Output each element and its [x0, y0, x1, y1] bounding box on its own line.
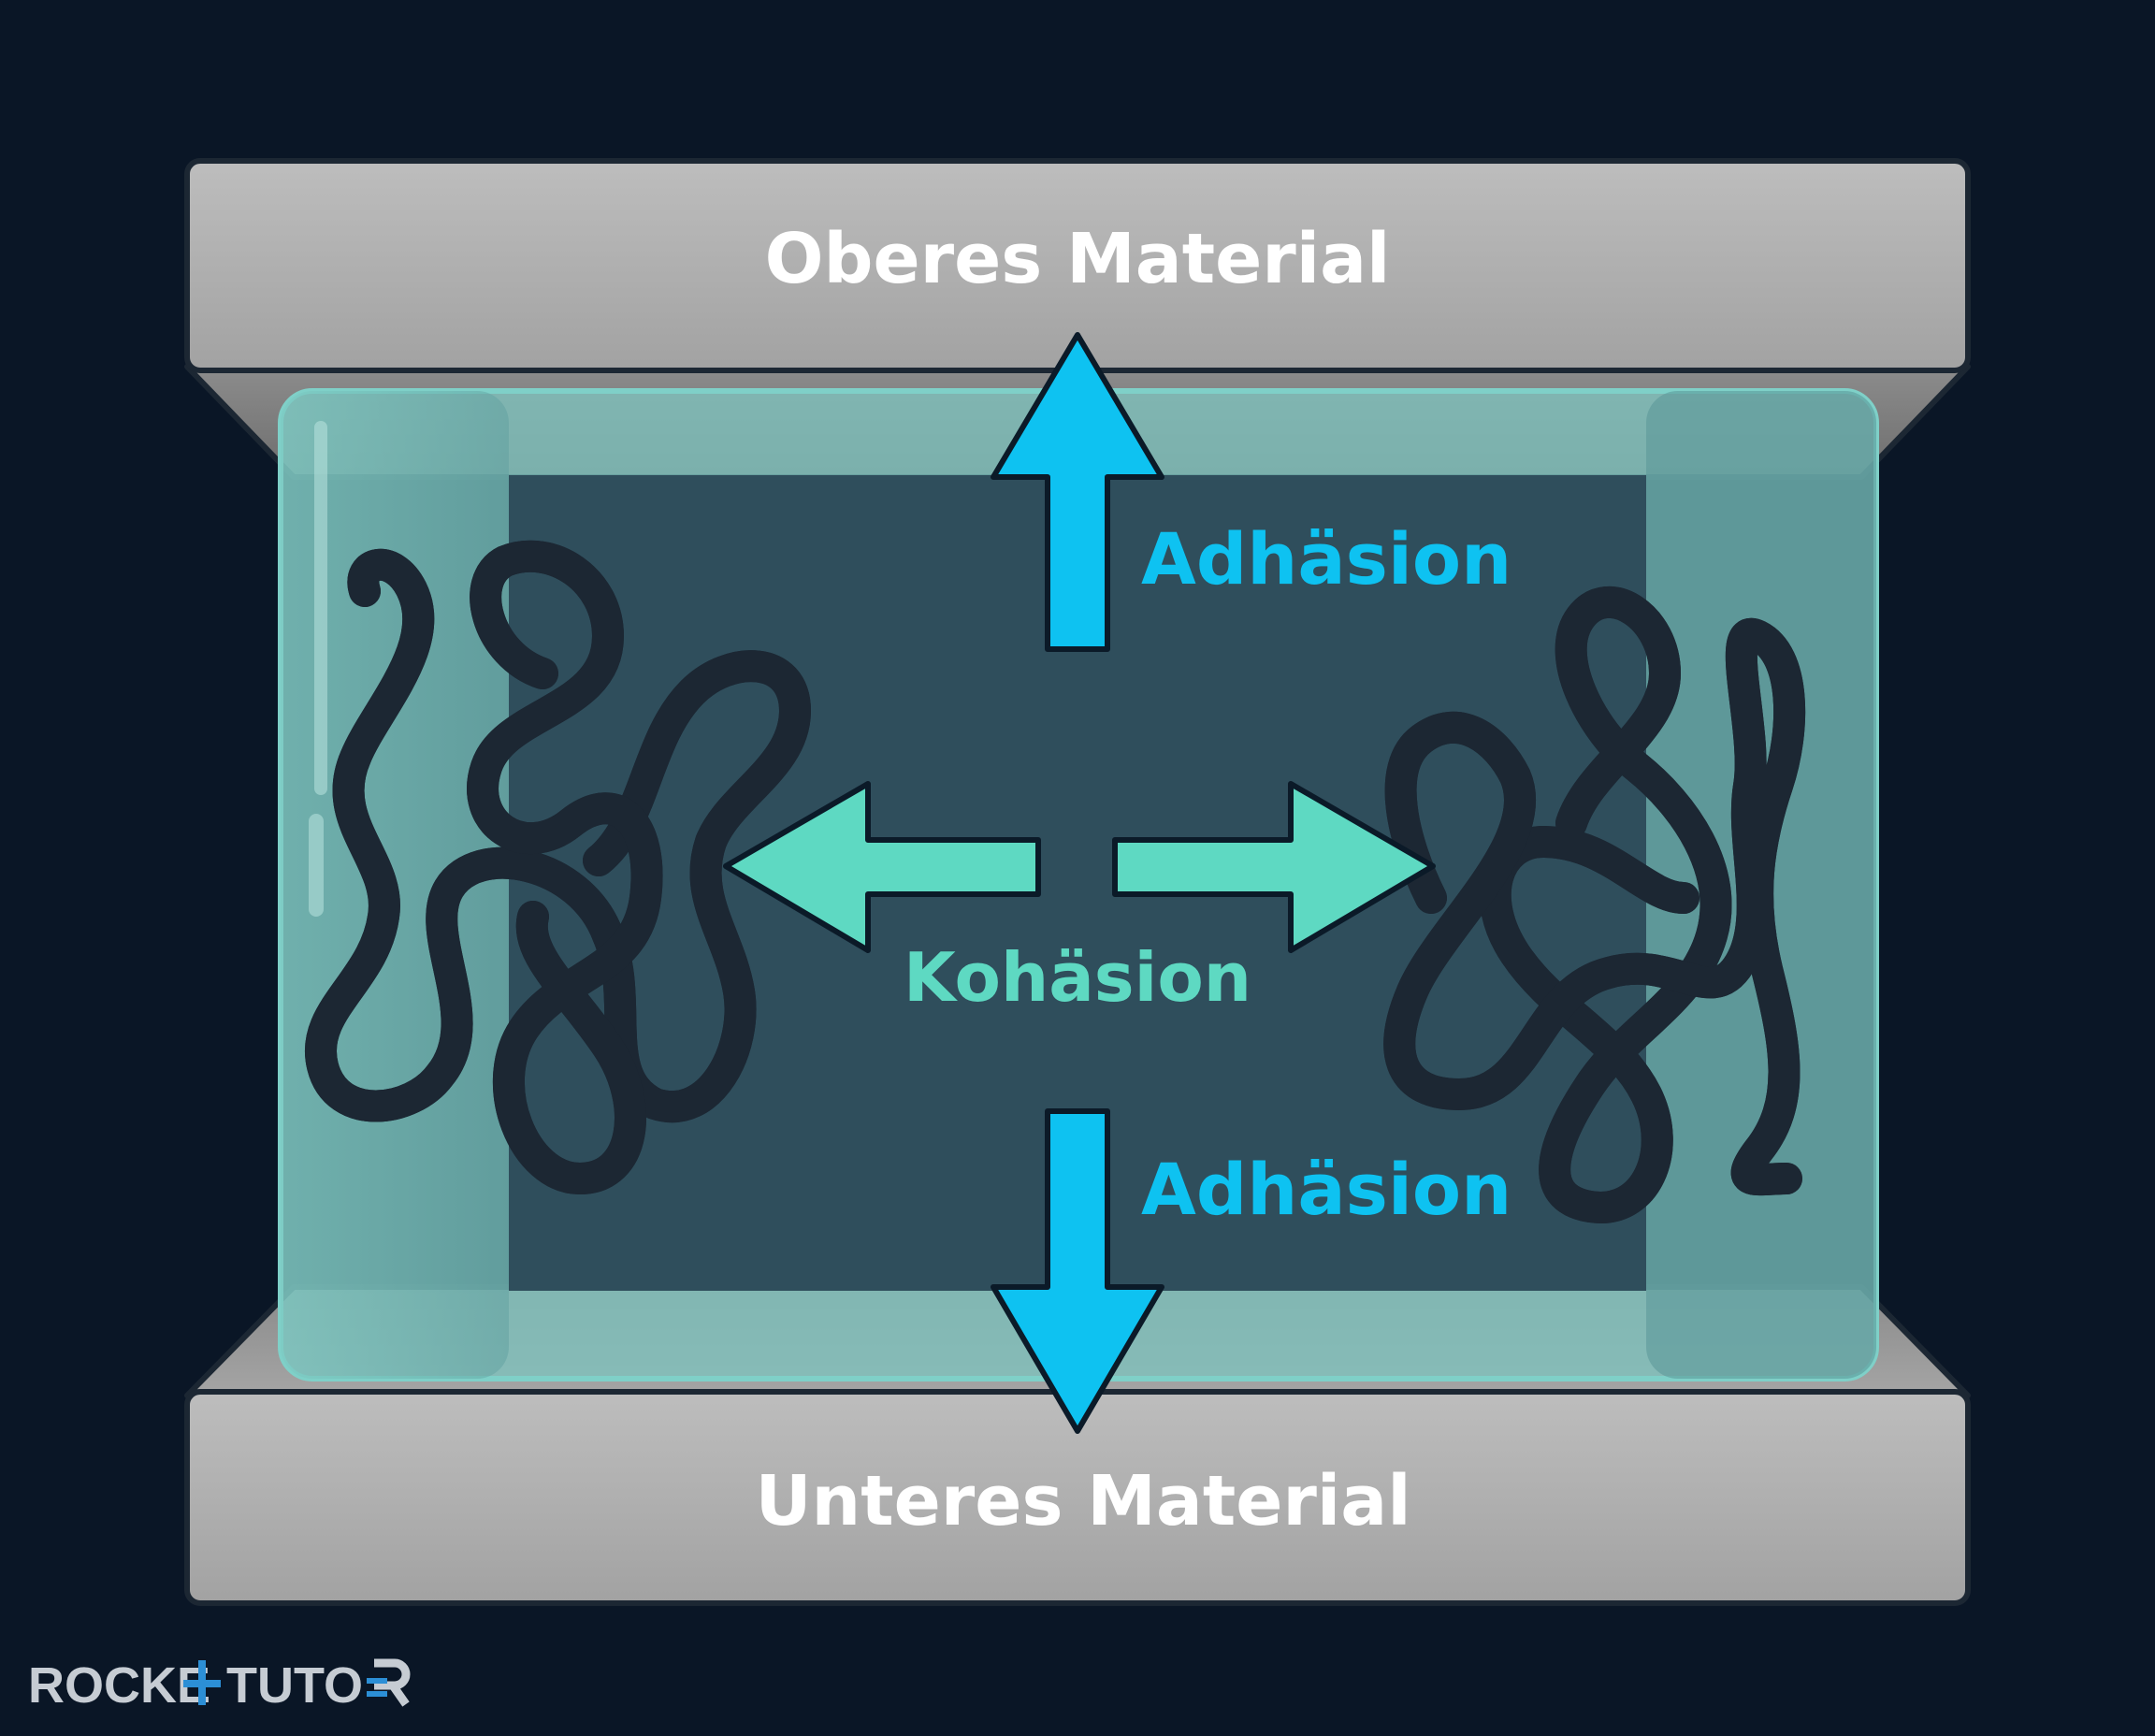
polymer-chain-right — [1399, 602, 1789, 1208]
adhesion-label-bottom: Adhäsion — [1141, 1148, 1511, 1231]
adhesion-arrow-up — [991, 332, 1164, 652]
svg-text:ROCKE: ROCKE — [28, 1657, 210, 1714]
svg-text:TUTO: TUTO — [226, 1657, 363, 1714]
adhesion-arrow-down — [991, 1108, 1164, 1434]
cohesion-arrow-left — [723, 781, 1041, 953]
cohesion-label: Kohäsion — [904, 938, 1251, 1017]
polymer-chain-left — [321, 557, 811, 1194]
adhesion-label-top: Adhäsion — [1141, 517, 1511, 600]
cohesion-arrow-right — [1112, 781, 1436, 953]
top-material-label: Oberes Material — [765, 219, 1391, 299]
bottom-material-label: Unteres Material — [755, 1461, 1410, 1541]
rockettutor-logo: ROCKE TUTO — [28, 1657, 411, 1714]
